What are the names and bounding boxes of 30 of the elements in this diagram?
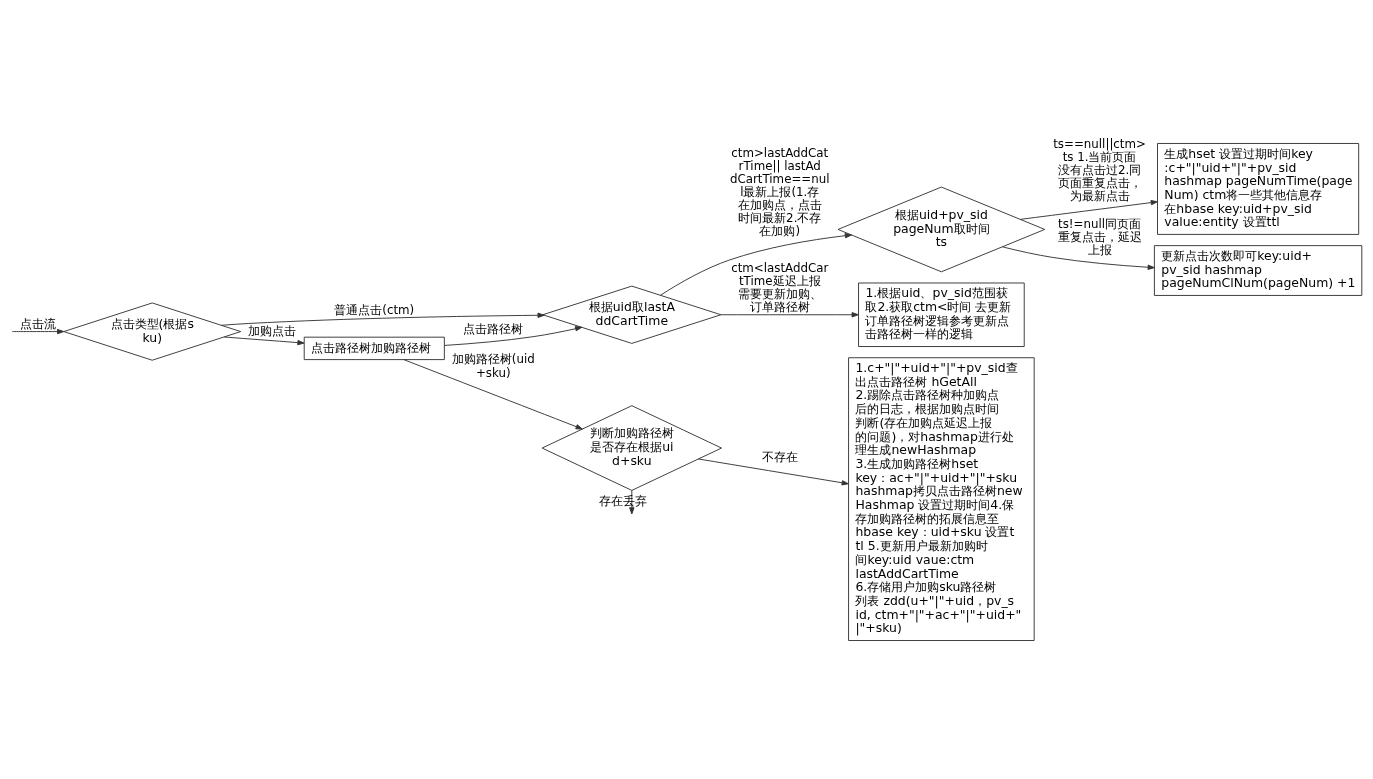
edge-label: ts!=null同页面重复点击，延迟上报 bbox=[1057, 216, 1142, 257]
arrow bbox=[1019, 199, 1158, 220]
node-diamond: 根据uid+pv_sid pageNum取时间ts bbox=[837, 186, 1046, 273]
arrow bbox=[221, 312, 545, 326]
edge-label: 加购点击 bbox=[248, 323, 297, 338]
edge-label: 不存在 bbox=[761, 449, 798, 464]
edge-label: 存在丢弃 bbox=[599, 494, 648, 509]
arrow bbox=[223, 336, 305, 346]
edge-label: 点击路径树 bbox=[463, 321, 524, 336]
node-box: 1.c+"|"+uid+"|"+pv_sid查出点击路径树 hGetAll 2.踢除点击路径树种加购点后的日志，根据加购点时间判断(存在加购点延迟上报的问题)，对hashmap进行处理生成newHashmap 3.生成加购路径树hset key：ac+"|"+uid+"|"+sku hashmap拷贝点击路径树newHashmap 设置过期时间4.保存加购路径树的拓展信息至hbase key：uid+sku 设置ttl 5.更新用户最新加购时间key:uid vaue:ctm lastAddCartTime 6.存储用户加购sku路径树列表 zdd(u+"|"+uid，pv_sid, ctm+"|"+ac+"|"+uid+"|"+sku) bbox=[848, 357, 1035, 641]
node-box: 生成hset 设置过期时间key:c+"|"uid+"|"+pv_sid hashmap pageNumTime(pageNum) ctm将一些其他信息存在hbase key:uid+pv_sid value:entity 设置ttl bbox=[1157, 143, 1360, 235]
edge-label: ctm>lastAddCatrTime|| lastAddCartTime==null最新上报(1.存在加购点，点击时间最新2.不存在加购) bbox=[729, 145, 830, 239]
arrow bbox=[1002, 246, 1155, 270]
arrow bbox=[403, 359, 583, 430]
node-diamond: 点击类型(根据sku) bbox=[63, 302, 242, 361]
edge-label: 加购路径树(uid+sku) bbox=[451, 352, 535, 380]
arrow bbox=[660, 233, 852, 296]
node-box: 1.根据uid、pv_sid范围获取2.获取ctm<时间 去更新订单路径树逻辑参考更新点击路径树一样的逻辑 bbox=[858, 282, 1025, 347]
edge-label: ctm<lastAddCartTime延迟上报需要更新加购、订单路径树 bbox=[731, 260, 829, 315]
arrow bbox=[720, 312, 859, 318]
node-diamond: 判断加购路径树是否存在根据uid+sku bbox=[541, 405, 722, 491]
edge-label: ts==null||ctm>ts 1.当前页面没有点击过2.同页面重复点击，为最新点击 bbox=[1053, 136, 1146, 204]
node-box: 点击路径树加购路径树 bbox=[303, 336, 445, 361]
edge-label: 普通点击(ctm) bbox=[334, 302, 415, 317]
arrow bbox=[11, 328, 65, 335]
arrow bbox=[697, 458, 849, 486]
node-diamond: 根据uid取lastAddCartTime bbox=[542, 285, 722, 344]
arrow bbox=[444, 326, 583, 346]
edge-label: 点击流 bbox=[19, 316, 56, 331]
node-box: 更新点击次数即可key:uid+pv_sid hashmap pageNumClNum(pageNum) +1 bbox=[1153, 245, 1363, 296]
